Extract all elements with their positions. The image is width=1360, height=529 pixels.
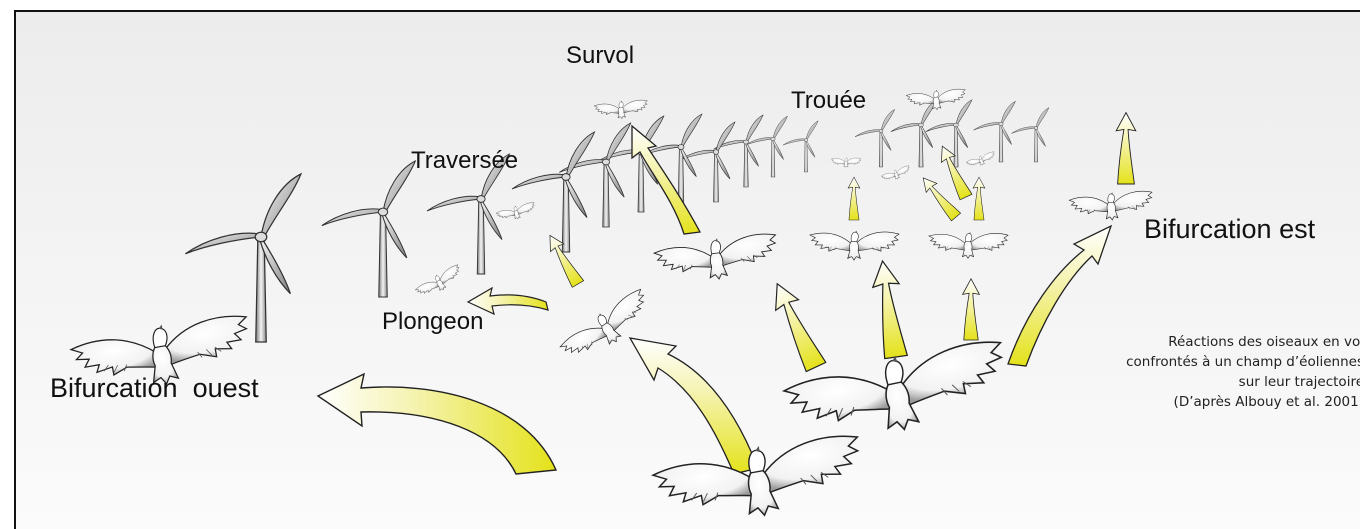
bird-icon — [653, 230, 780, 288]
bird-icon — [881, 165, 912, 184]
bird-icon — [810, 231, 899, 261]
bird-icon — [651, 429, 868, 529]
label-bifurcation-est: Bifurcation est — [1144, 214, 1315, 245]
wind-turbine-icon — [855, 109, 895, 167]
label-plongeon: Plongeon — [382, 308, 483, 336]
bird-icon — [831, 158, 861, 168]
label-trouee: Trouée — [791, 87, 866, 115]
label-traversee: Traversée — [411, 147, 518, 175]
bird-icon — [414, 263, 465, 302]
arrow-icon — [869, 259, 909, 359]
bird-icon — [496, 201, 538, 224]
bird-icon — [929, 232, 1008, 258]
wind-turbine-icon — [1012, 108, 1049, 162]
wind-turbine-icon — [783, 121, 818, 172]
diagram-frame: Survol Trouée Traversée Plongeon Bifurca… — [14, 10, 1360, 529]
label-bifurcation-ouest: Bifurcation ouest — [50, 373, 259, 404]
arrow-icon — [1116, 113, 1136, 184]
bird-icon — [1069, 189, 1154, 224]
arrow-to-bird — [630, 338, 758, 474]
scene-svg — [16, 12, 1360, 529]
wind-turbine-icon — [322, 161, 416, 297]
arrow-icon — [848, 177, 860, 220]
bifurcation-east-arrow — [1008, 226, 1111, 366]
figure-caption: Réactions des oiseaux en vol confrontés … — [1126, 332, 1360, 412]
wind-turbine-icon — [891, 100, 937, 167]
wind-turbine-icon — [974, 101, 1016, 162]
caption-line: sur leur trajectoire — [1126, 372, 1360, 392]
arrow-icon — [973, 177, 985, 220]
wind-turbine-icon — [559, 123, 631, 227]
bird-icon — [966, 151, 997, 170]
caption-line: (D’après Albouy et al. 2001) — [1126, 392, 1360, 412]
wind-turbine-icon — [714, 115, 764, 187]
label-survol: Survol — [566, 42, 634, 70]
wind-turbine-icon — [512, 132, 595, 252]
caption-line: confrontés à un champ d’éoliennes — [1126, 352, 1360, 372]
bird-icon — [594, 99, 649, 121]
caption-line: Réactions des oiseaux en vol — [1126, 332, 1360, 352]
wind-turbine-icon — [746, 116, 788, 177]
arrow-icon — [963, 279, 980, 340]
bifurcation-west-arrow — [318, 374, 556, 474]
bird-icon — [906, 87, 967, 112]
arrow-icon — [766, 278, 828, 372]
